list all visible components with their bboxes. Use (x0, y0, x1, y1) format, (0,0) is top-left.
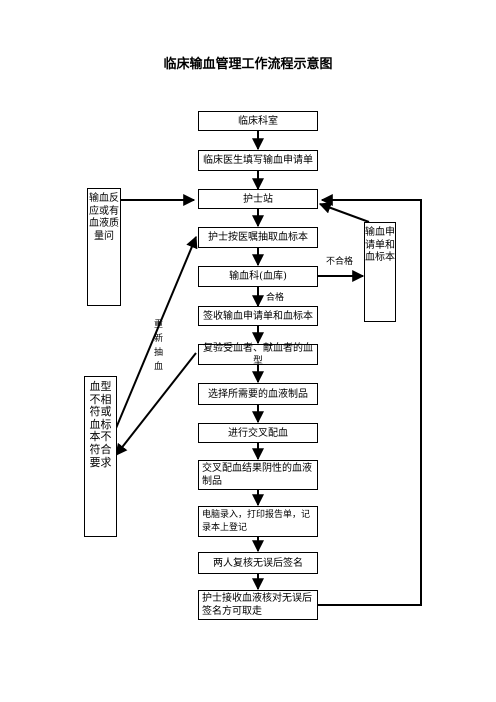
step-nurse-station: 护士站 (198, 189, 318, 209)
side-mismatch-box: 血型不相符或血标本不符合要求 (84, 376, 117, 537)
label-pass: 合格 (266, 293, 285, 303)
label-fail: 不合格 (326, 257, 354, 267)
step-crossmatch: 进行交叉配血 (198, 423, 318, 443)
label-redraw: 重新抽血 (154, 320, 164, 372)
side-return-form-box: 输血申请单和血标本 (364, 222, 396, 322)
step-double-check: 两人复核无误后签名 (198, 552, 318, 574)
step-select-product: 选择所需要的血液制品 (198, 383, 318, 405)
step-draw-blood: 护士按医嘱抽取血标本 (198, 227, 318, 248)
step-negative-result: 交叉配血结果阴性的血液制品 (198, 460, 318, 490)
step-sign-receipt: 签收输血申请单和血标本 (198, 306, 318, 326)
side-reaction-box: 输血反应或有血液质量问 (87, 188, 121, 306)
step-clinical-dept: 临床科室 (198, 111, 318, 131)
page-title: 临床输血管理工作流程示意图 (163, 57, 333, 72)
step-nurse-pickup: 护士接收血液核对无误后签名方可取走 (198, 590, 318, 620)
step-blood-bank: 输血科(血库) (198, 266, 318, 287)
step-doctor-request: 临床医生填写输血申请单 (198, 150, 318, 171)
step-reverify-type: 复验受血者、献血者的血型 (198, 343, 318, 367)
step-record-print: 电脑录入，打印报告单，记录本上登记 (198, 506, 318, 537)
